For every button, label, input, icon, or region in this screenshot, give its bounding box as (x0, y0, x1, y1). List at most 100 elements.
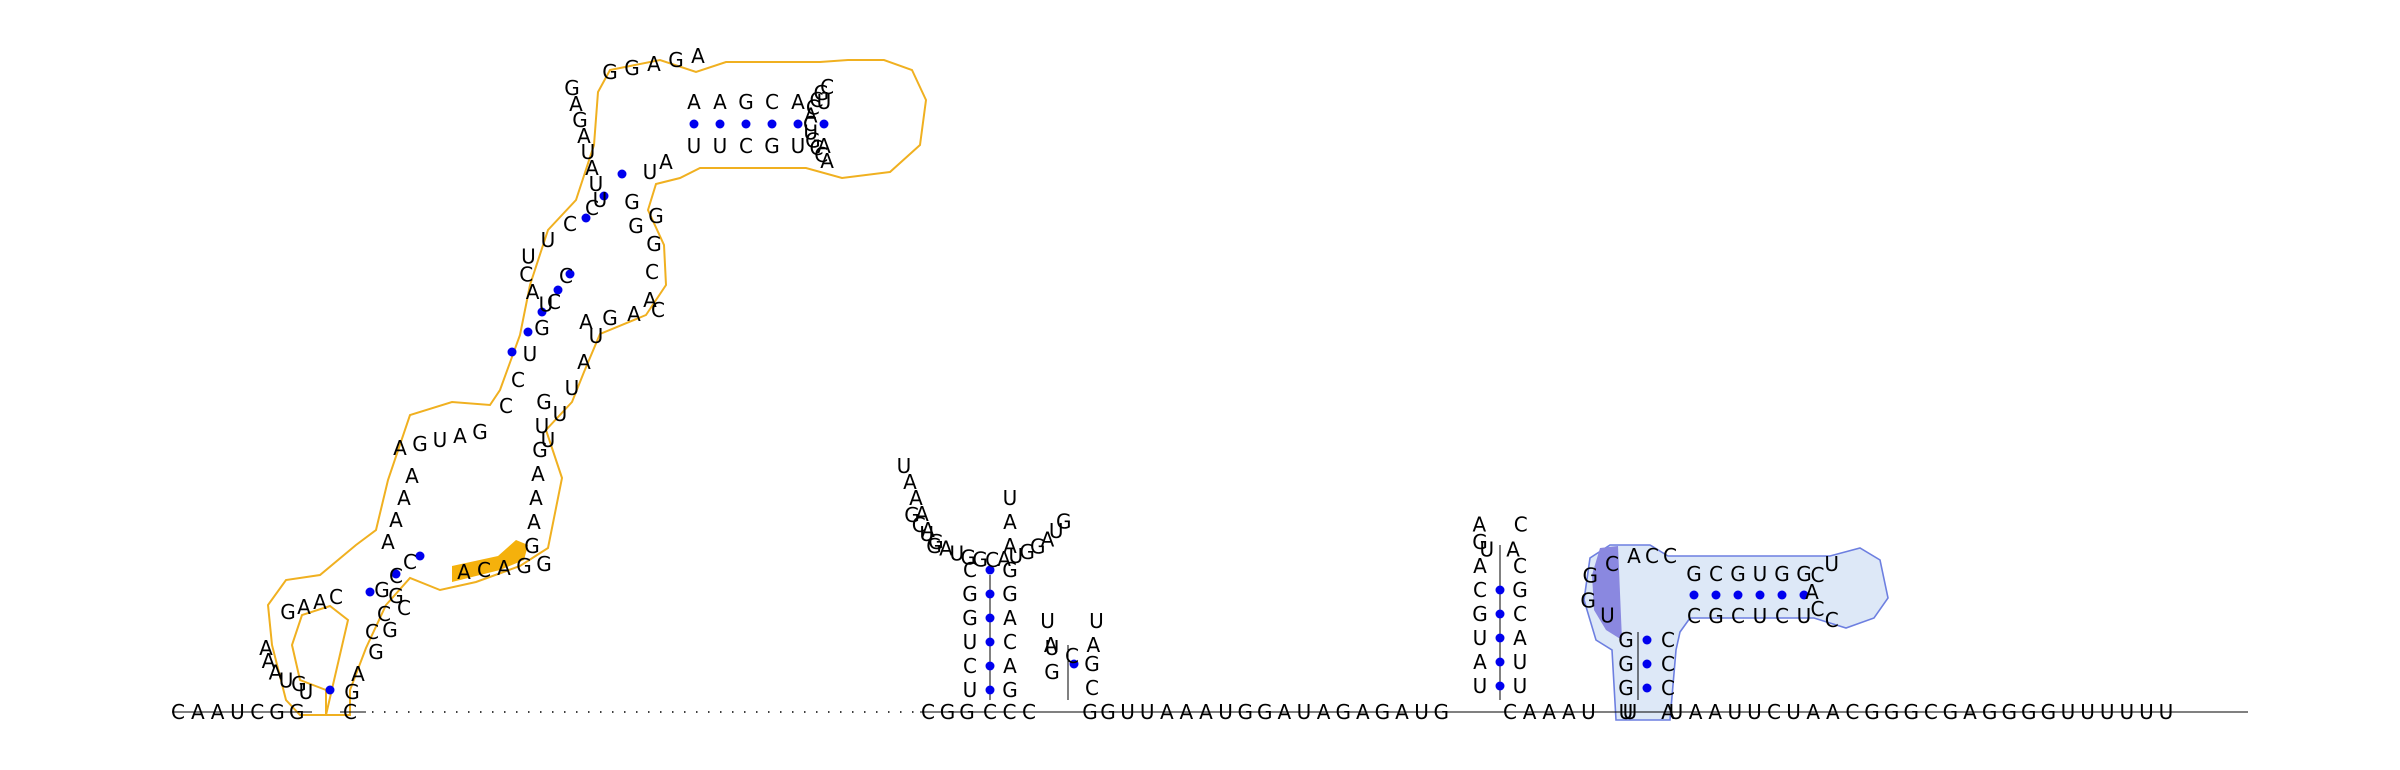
right-hairpin-3: C (1513, 554, 1527, 578)
central-stem-3: G (1002, 678, 1018, 702)
blue-shaded-nucleotide: G (1580, 588, 1596, 612)
gold-nucleotide: G (291, 672, 307, 696)
linker-nucleotide: U (1120, 700, 1135, 724)
blue-loop-nucleotide: C (1663, 544, 1677, 568)
central-stem-5: C (963, 558, 977, 582)
three-prime-nucleotide: A (1689, 700, 1703, 724)
three-prime-nucleotide: G (2041, 700, 2057, 724)
three-prime-nucleotide: A (1708, 700, 1722, 724)
central-stem-3: A (1003, 510, 1017, 534)
gold-tip-top: A (791, 90, 805, 114)
gold-nucleotide: C (563, 212, 577, 236)
small-hairpin-nucleotide: G (1044, 660, 1060, 684)
gold-tip-top: A (713, 90, 727, 114)
three-prime-nucleotide: U (2061, 700, 2076, 724)
three-prime-nucleotide: U (2100, 700, 2115, 724)
blue-shaded-nucleotide: G (1583, 564, 1599, 588)
gold-nucleotide: C (365, 620, 379, 644)
linker-nucleotide: G (1375, 700, 1391, 724)
five-prime-nucleotide: C (250, 700, 264, 724)
small-hairpin-loop: U (1089, 609, 1104, 633)
three-prime-nucleotide: G (2021, 700, 2037, 724)
base-pair-dot (581, 213, 591, 223)
central-stem-base: G (940, 700, 956, 724)
blue-stem-nucleotide: G (1618, 628, 1634, 652)
central-stem-base: C (1003, 700, 1017, 724)
linker-nucleotide: C (1503, 700, 1517, 724)
base-pair-dot (1799, 590, 1809, 600)
gold-nucleotide: A (577, 350, 591, 374)
linker-nucleotide: U (1297, 700, 1312, 724)
central-stem-3: G (1002, 558, 1018, 582)
gold-nucleotide: C (547, 290, 561, 314)
blue-pair-bottom: G (1708, 604, 1724, 628)
gold-nucleotide: A (569, 92, 583, 116)
nucleotide: U (299, 680, 314, 704)
base-pair-dot (985, 589, 995, 599)
gold-nucleotide: U (521, 244, 536, 268)
central-stem-5: U (963, 630, 978, 654)
blue-pair-top: U (1753, 562, 1768, 586)
gold-nucleotide: G (280, 600, 296, 624)
base-pair-dot (391, 569, 401, 579)
blue-stem-nucleotide: C (1661, 676, 1675, 700)
central-stem-base: C (921, 700, 935, 724)
gold-nucleotide: U (523, 342, 538, 366)
central-stem-3: U (1003, 486, 1018, 510)
gold-tip-bottom: U (713, 134, 728, 158)
three-prime-nucleotide: G (1903, 700, 1919, 724)
three-prime-nucleotide: G (1864, 700, 1880, 724)
five-prime-nucleotide: A (191, 700, 205, 724)
gold-nucleotide: A (381, 530, 395, 554)
gold-nucleotide: C (377, 602, 391, 626)
base-pair-dot (365, 587, 375, 597)
base-pair-dot (985, 565, 995, 575)
central-loop-nucleotide: A (921, 518, 935, 542)
gold-nucleotide: A (577, 124, 591, 148)
gold-highlight-segment (452, 540, 528, 582)
central-stem-base: C (1022, 700, 1036, 724)
gold-nucleotide: C (585, 196, 599, 220)
gold-nucleotide: A (529, 486, 543, 510)
right-hairpin-3: U (1513, 650, 1528, 674)
gold-tip-bottom: U (687, 134, 702, 158)
gold-tip-bottom: U (791, 134, 806, 158)
base-pair-dot (553, 285, 563, 295)
base-pair-dot (1495, 633, 1505, 643)
linker-nucleotide: G (1433, 700, 1449, 724)
linker-nucleotide: A (1160, 700, 1174, 724)
central-loop-nucleotide: G (1030, 534, 1046, 558)
central-loop-nucleotide: A (997, 547, 1011, 571)
three-prime-nucleotide: G (1943, 700, 1959, 724)
gold-nucleotide: G (668, 48, 684, 72)
gold-nucleotide: A (457, 560, 471, 584)
gold-nucleotide: G (602, 306, 618, 330)
gold-nucleotide: G (534, 316, 550, 340)
gold-nucleotide: C (477, 558, 491, 582)
blue-pair-top: G (1796, 562, 1812, 586)
central-loop-nucleotide: U (919, 522, 934, 546)
gold-hairpin-loop: C (814, 143, 828, 167)
base-pair-dot (565, 269, 575, 279)
base-pair-dot (1495, 681, 1505, 691)
gold-hairpin-loop: C (809, 136, 823, 160)
gold-nucleotide: C (329, 585, 343, 609)
linker-nucleotide: A (1180, 700, 1194, 724)
blue-pair-top: G (1774, 562, 1790, 586)
base-pair-dot (507, 347, 517, 357)
gold-nucleotide: G (648, 204, 664, 228)
gold-tip-top: A (687, 90, 701, 114)
blue-loop-nucleotide: C (1810, 563, 1824, 587)
three-prime-nucleotide: G (1884, 700, 1900, 724)
blue-shaded-nucleotide: U (1600, 604, 1615, 628)
gold-nucleotide: U (539, 293, 554, 317)
gold-nucleotide: G (646, 232, 662, 256)
central-loop-nucleotide: U (897, 454, 912, 478)
three-prime-nucleotide: U (1747, 700, 1762, 724)
gold-nucleotide: A (497, 556, 511, 580)
gold-nucleotide: C (511, 368, 525, 392)
gold-nucleotide: A (526, 280, 540, 304)
right-hairpin-3: U (1513, 674, 1528, 698)
gold-nucleotide: G (524, 534, 540, 558)
